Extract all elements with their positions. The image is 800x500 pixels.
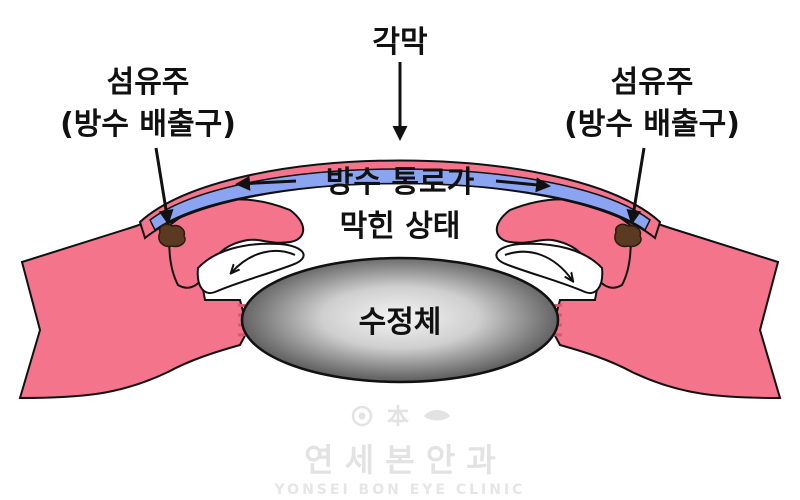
left-trabecular-sublabel: (방수 배출구) [60,107,236,142]
left-trabecular-label: 섬유주 [107,65,190,100]
right-trabecular-label: 섬유주 [611,65,694,100]
lens [240,256,560,384]
right-trabecular-deposit [614,223,642,248]
watermark-name: 연 세 본 안 과 [304,441,496,479]
lens-label: 수정체 [359,305,442,340]
watermark-emblem-icon [351,405,373,427]
left-trabecular-arrow [154,147,174,225]
cornea-label: 각막 [372,25,428,60]
clinic-watermark: 本 연 세 본 안 과 YONSEI BON EYE CLINIC [274,405,526,498]
left-posterior-chamber [196,242,305,294]
right-flow-arrow [504,250,572,280]
right-trabecular-sublabel: (방수 배출구) [564,107,740,142]
blocked-state-label: 막힌 상태 [340,209,461,244]
blocked-passage-label: 방수 통로가 [326,165,475,200]
right-posterior-chamber [495,242,604,294]
watermark-emblem-inner-icon [358,412,366,420]
watermark-emblem-char: 本 [387,405,409,430]
blocked-left-arrow [235,175,297,191]
left-trabecular-deposit [158,223,186,248]
watermark-name-en: YONSEI BON EYE CLINIC [274,482,526,498]
left-flow-arrow [232,249,296,272]
blocked-right-arrow [495,177,551,193]
watermark-eye-icon [424,410,450,421]
right-trabecular-arrow [626,147,646,225]
